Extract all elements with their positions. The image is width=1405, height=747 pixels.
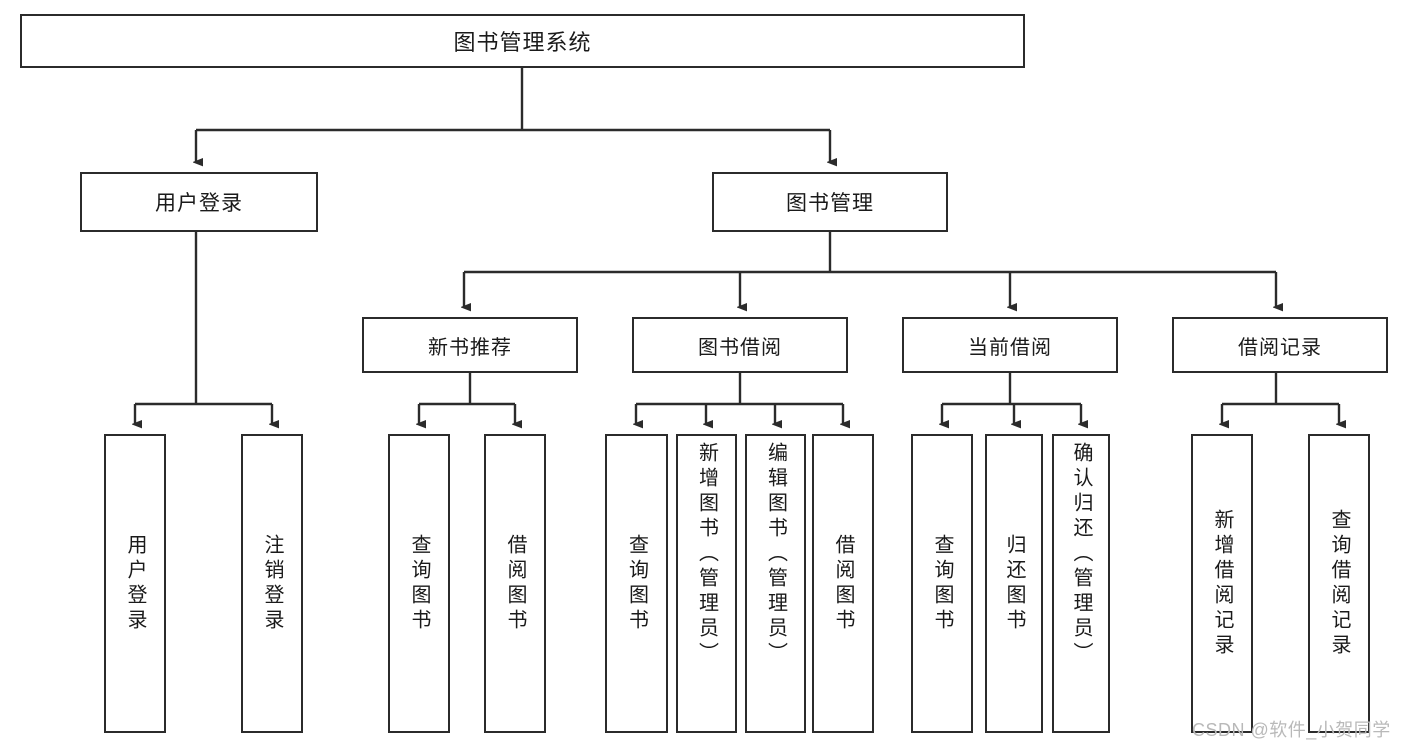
node-root[interactable]: 图书管理系统 [20,14,1025,68]
node-leaf-0-label: 用户登录 [124,533,146,634]
node-leaf-2-inner: 查询图书 [390,436,448,731]
node-level3-3-label: 借阅记录 [1238,336,1322,359]
node-level3-2-label: 当前借阅 [968,336,1052,359]
node-level3-0[interactable]: 新书推荐 [362,317,578,373]
node-leaf-7[interactable]: 借阅图书 [812,434,874,733]
node-leaf-6[interactable]: 编辑图书（管理员） [745,434,806,733]
node-leaf-12[interactable]: 查询借阅记录 [1308,434,1370,733]
node-leaf-1-label: 注销登录 [261,533,283,634]
node-leaf-2[interactable]: 查询图书 [388,434,450,733]
node-leaf-10-label: 确认归还（管理员） [1070,442,1092,667]
node-leaf-6-inner: 编辑图书（管理员） [747,436,804,737]
node-leaf-4-label: 查询图书 [625,533,648,634]
node-level2-0-label: 用户登录 [155,192,243,215]
node-leaf-12-label: 查询借阅记录 [1328,508,1350,659]
node-level3-0-label: 新书推荐 [428,336,512,359]
node-leaf-9[interactable]: 归还图书 [985,434,1043,733]
node-leaf-1[interactable]: 注销登录 [241,434,303,733]
node-leaf-8-label: 查询图书 [931,533,953,634]
node-leaf-12-inner: 查询借阅记录 [1310,436,1368,731]
node-leaf-4[interactable]: 查询图书 [605,434,668,733]
node-leaf-10-inner: 确认归还（管理员） [1054,436,1108,737]
node-leaf-8[interactable]: 查询图书 [911,434,973,733]
node-leaf-6-label: 编辑图书（管理员） [764,442,787,667]
node-leaf-4-inner: 查询图书 [607,436,666,731]
node-leaf-9-inner: 归还图书 [987,436,1041,731]
csdn-watermark: CSDN @软件_小贺同学 [1192,720,1391,740]
node-leaf-11-label: 新增借阅记录 [1211,508,1233,659]
node-level3-2[interactable]: 当前借阅 [902,317,1118,373]
node-level3-3[interactable]: 借阅记录 [1172,317,1388,373]
node-leaf-9-label: 归还图书 [1003,533,1025,634]
node-level3-1[interactable]: 图书借阅 [632,317,848,373]
node-leaf-3-inner: 借阅图书 [486,436,544,731]
node-leaf-8-inner: 查询图书 [913,436,971,731]
node-root-label: 图书管理系统 [453,30,592,55]
node-level2-1-label: 图书管理 [786,192,874,215]
node-leaf-1-inner: 注销登录 [243,436,301,731]
node-leaf-5-label: 新增图书（管理员） [695,442,718,667]
node-leaf-11-inner: 新增借阅记录 [1193,436,1251,731]
node-leaf-5[interactable]: 新增图书（管理员） [676,434,737,733]
node-leaf-2-label: 查询图书 [408,533,430,634]
node-level3-1-label: 图书借阅 [698,336,782,359]
node-leaf-3-label: 借阅图书 [504,533,526,634]
node-leaf-11[interactable]: 新增借阅记录 [1191,434,1253,733]
node-leaf-7-label: 借阅图书 [832,533,854,634]
node-leaf-0-inner: 用户登录 [106,436,164,731]
node-level2-0[interactable]: 用户登录 [80,172,318,232]
node-leaf-5-inner: 新增图书（管理员） [678,436,735,737]
node-leaf-0[interactable]: 用户登录 [104,434,166,733]
node-leaf-7-inner: 借阅图书 [814,436,872,731]
node-leaf-3[interactable]: 借阅图书 [484,434,546,733]
node-leaf-10[interactable]: 确认归还（管理员） [1052,434,1110,733]
node-level2-1[interactable]: 图书管理 [712,172,948,232]
